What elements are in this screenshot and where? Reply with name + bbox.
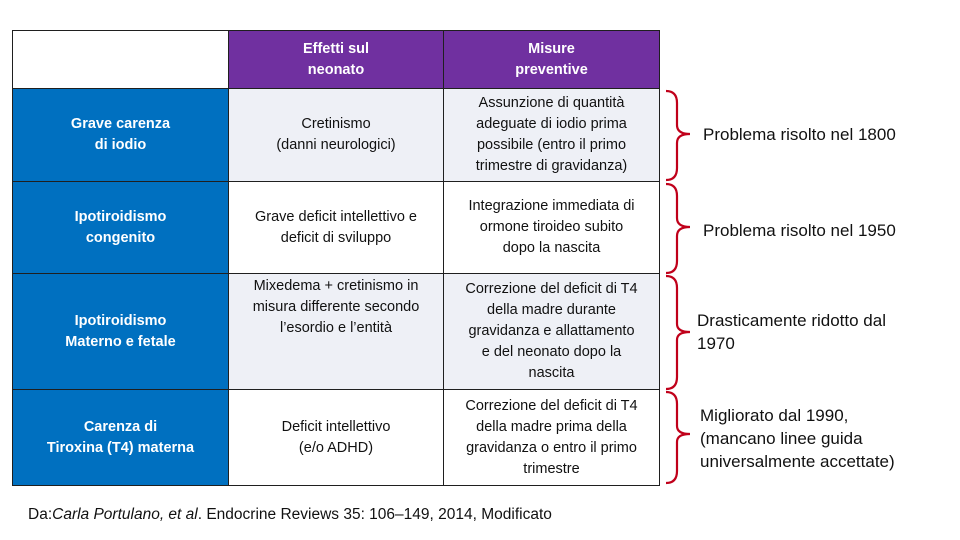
brace-path — [665, 89, 691, 182]
source-rest: . Endocrine Reviews 35: 106–149, 2014, M… — [197, 506, 552, 523]
note-1800: Problema risolto nel 1800 — [703, 125, 896, 144]
header-effects: Effetti sul neonato — [228, 30, 444, 89]
brace-1-icon — [665, 89, 691, 182]
note-1990: Migliorato dal 1990, (mancano linee guid… — [700, 406, 895, 471]
brace-path — [665, 274, 691, 391]
header-prevention: Misure preventive — [443, 30, 660, 89]
source-prefix: Da: — [28, 506, 53, 523]
table-row: Grave carenza di iodio Cretinismo (danni… — [12, 88, 660, 182]
row-effect: Deficit intellettivo (e/o ADHD) — [228, 389, 444, 486]
brace-4-icon — [665, 390, 691, 485]
row-prevention: Assunzione di quantità adeguate di iodio… — [443, 88, 660, 182]
row-condition: Grave carenza di iodio — [12, 88, 229, 182]
row-prevention: Correzione del deficit di T4 della madre… — [443, 389, 660, 486]
note-1950: Problema risolto nel 1950 — [703, 221, 896, 240]
row-prevention: Integrazione immediata di ormone tiroide… — [443, 181, 660, 274]
brace-2-icon — [665, 182, 691, 275]
header-blank-cell — [12, 30, 229, 89]
brace-path — [665, 182, 691, 275]
row-prevention: Correzione del deficit di T4 della madre… — [443, 273, 660, 390]
table-row: Ipotiroidismo Materno e fetale Mixedema … — [12, 273, 660, 390]
row-effect: Cretinismo (danni neurologici) — [228, 88, 444, 182]
row-condition: Ipotiroidismo congenito — [12, 181, 229, 274]
row-effect: Mixedema + cretinismo in misura differen… — [228, 273, 444, 390]
source-citation: Da:Carla Portulano, et al. Endocrine Rev… — [28, 506, 552, 524]
comparison-table: Effetti sul neonato Misure preventive Gr… — [12, 30, 660, 486]
source-authors: Carla Portulano, et al — [52, 506, 198, 523]
table-row: Ipotiroidismo congenito Grave deficit in… — [12, 181, 660, 274]
table-row: Carenza di Tiroxina (T4) materna Deficit… — [12, 389, 660, 486]
row-condition: Carenza di Tiroxina (T4) materna — [12, 389, 229, 486]
row-effect: Grave deficit intellettivo e deficit di … — [228, 181, 444, 274]
note-1970: Drasticamente ridotto dal 1970 — [697, 311, 886, 353]
row-condition: Ipotiroidismo Materno e fetale — [12, 273, 229, 390]
table-header-row: Effetti sul neonato Misure preventive — [12, 30, 660, 89]
brace-3-icon — [665, 274, 691, 391]
brace-path — [665, 390, 691, 485]
